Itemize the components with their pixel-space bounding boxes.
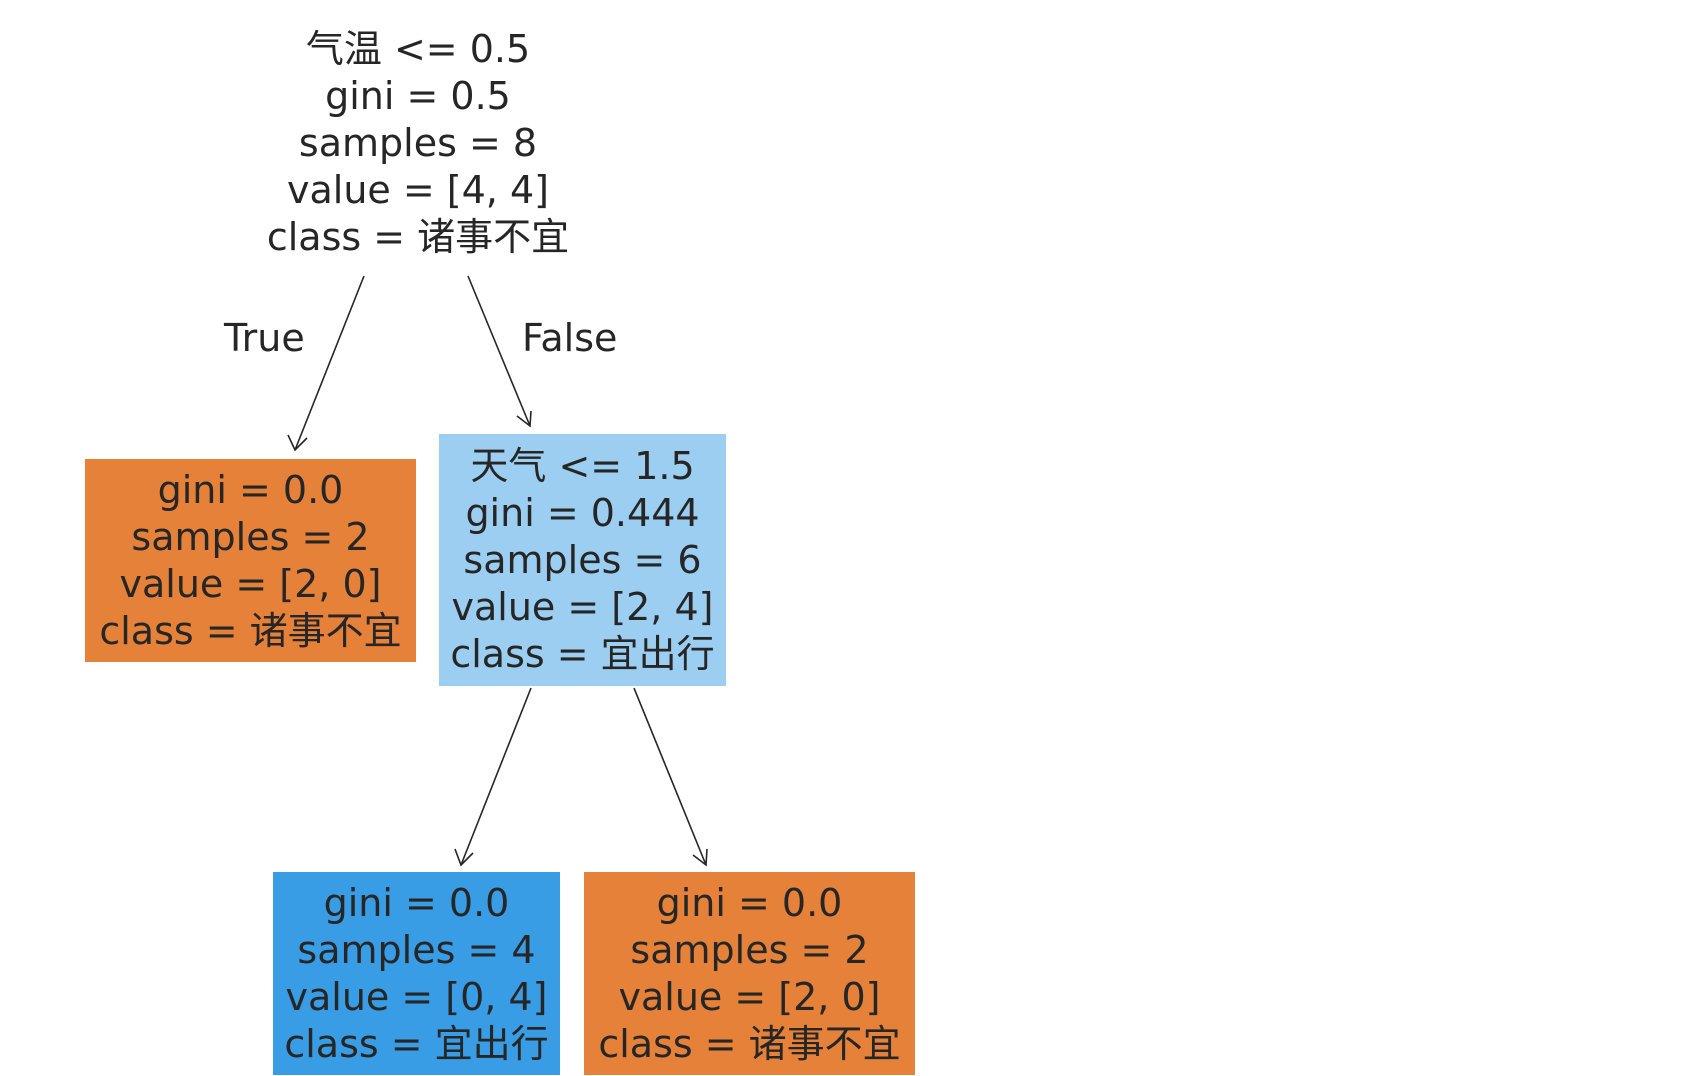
node-value: value = [0, 4] — [285, 974, 548, 1019]
node-gini: gini = 0.0 — [656, 880, 843, 925]
edge-root-to-left — [287, 275, 365, 452]
node-samples: samples = 2 — [630, 927, 869, 972]
node-samples: samples = 4 — [297, 927, 536, 972]
edge-root-to-right — [467, 275, 532, 428]
node-samples: samples = 2 — [131, 514, 370, 559]
tree-node-root: 气温 <= 0.5 gini = 0.5 samples = 8 value =… — [226, 24, 610, 262]
node-class: class = 宜出行 — [450, 631, 715, 676]
tree-node-right-split: 天气 <= 1.5 gini = 0.444 samples = 6 value… — [439, 434, 726, 686]
node-class: class = 诸事不宜 — [598, 1021, 901, 1066]
edge-right-to-right-right — [633, 687, 708, 867]
node-condition: 气温 <= 0.5 — [305, 26, 531, 71]
node-samples: samples = 6 — [463, 537, 702, 582]
node-condition: 天气 <= 1.5 — [470, 443, 695, 488]
node-value: value = [4, 4] — [287, 167, 549, 212]
node-gini: gini = 0.444 — [465, 490, 700, 535]
node-gini: gini = 0.0 — [323, 880, 510, 925]
tree-node-right-right-leaf: gini = 0.0 samples = 2 value = [2, 0] cl… — [584, 872, 915, 1075]
edge-right-to-right-left — [454, 687, 532, 867]
node-samples: samples = 8 — [298, 120, 538, 165]
tree-node-left-leaf: gini = 0.0 samples = 2 value = [2, 0] cl… — [85, 459, 416, 662]
tree-node-right-left-leaf: gini = 0.0 samples = 4 value = [0, 4] cl… — [273, 872, 560, 1075]
node-value: value = [2, 4] — [451, 584, 714, 629]
node-class: class = 宜出行 — [284, 1021, 549, 1066]
edge-label-false: False — [522, 316, 618, 360]
edge-label-true: True — [224, 316, 305, 360]
node-class: class = 诸事不宜 — [99, 608, 402, 653]
node-value: value = [2, 0] — [119, 561, 382, 606]
node-gini: gini = 0.0 — [157, 467, 344, 512]
node-gini: gini = 0.5 — [325, 73, 511, 118]
node-class: class = 诸事不宜 — [266, 214, 570, 259]
node-value: value = [2, 0] — [618, 974, 881, 1019]
